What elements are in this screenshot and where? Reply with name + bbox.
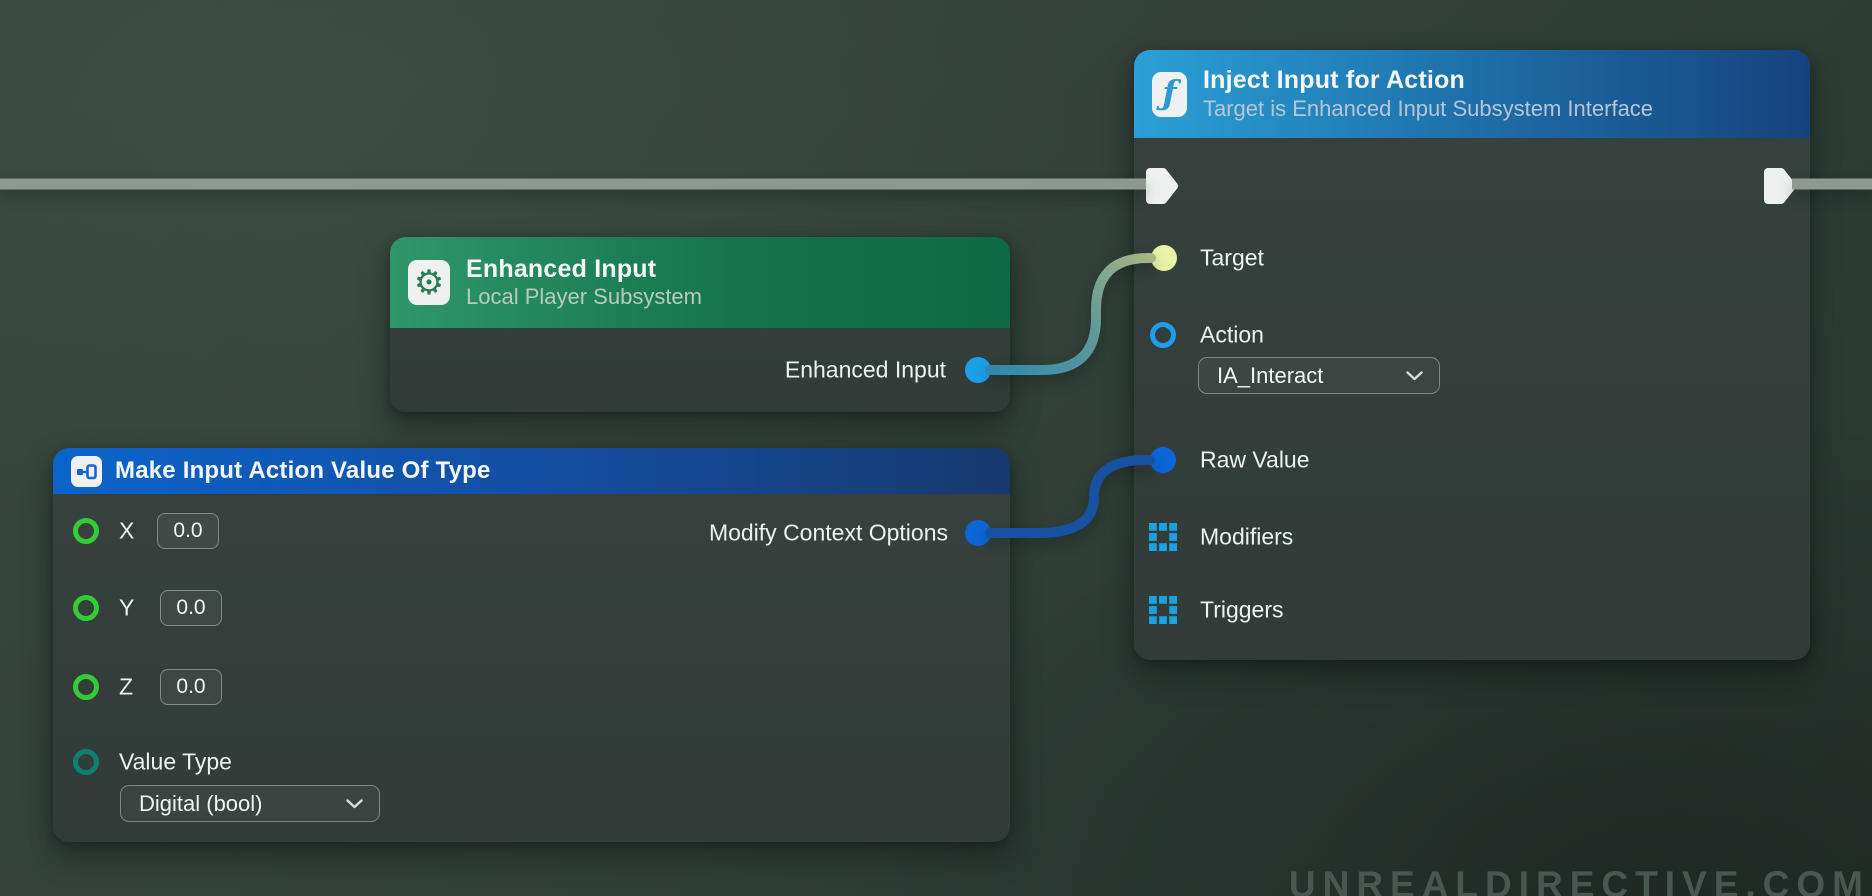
make-input-title: Make Input Action Value Of Type (115, 457, 491, 484)
enhanced-input-title: Enhanced Input (466, 254, 657, 283)
target-label: Target (1200, 244, 1264, 271)
triggers-label: Triggers (1200, 596, 1284, 623)
y-float-pin[interactable] (73, 595, 99, 621)
chevron-down-icon (346, 798, 363, 808)
value-type-label: Value Type (119, 748, 232, 775)
chevron-down-icon (1406, 370, 1423, 380)
make-input-header[interactable]: Make Input Action Value Of Type (53, 448, 1010, 494)
z-float-pin[interactable] (73, 674, 99, 700)
value-type-enum-pin[interactable] (73, 749, 99, 775)
action-pin[interactable] (1150, 322, 1176, 348)
enhanced-input-output-label: Enhanced Input (784, 356, 946, 383)
inject-input-title: Inject Input for Action (1203, 66, 1465, 95)
node-make-input-action-value[interactable]: Make Input Action Value Of Type X 0.0 Y … (53, 448, 1010, 842)
enhanced-input-subtitle: Local Player Subsystem (466, 284, 702, 310)
exec-in-pin[interactable] (1144, 167, 1180, 205)
watermark: UNREALDIRECTIVE.COM (1288, 864, 1870, 896)
inject-input-subtitle: Target is Enhanced Input Subsystem Inter… (1203, 95, 1654, 121)
raw-value-wire[interactable] (985, 455, 1155, 538)
modify-context-options-label: Modify Context Options (708, 519, 948, 546)
modifiers-array-pin[interactable] (1149, 523, 1177, 551)
x-value-field[interactable]: 0.0 (157, 513, 219, 549)
x-pin-label: X (119, 517, 135, 544)
node-enhanced-input[interactable]: ⚙ Enhanced Input Local Player Subsystem … (390, 237, 1010, 412)
z-pin-label: Z (119, 673, 134, 700)
value-type-dropdown[interactable]: Digital (bool) (120, 785, 380, 822)
action-dropdown[interactable]: IA_Interact (1198, 357, 1440, 394)
modifiers-label: Modifiers (1200, 523, 1294, 550)
action-selected: IA_Interact (1217, 362, 1324, 388)
exec-out-pin[interactable] (1762, 167, 1798, 205)
function-icon: ƒ (1152, 71, 1187, 117)
inject-input-header[interactable]: ƒ Inject Input for Action Target is Enha… (1134, 50, 1810, 138)
node-inject-input-for-action[interactable]: ƒ Inject Input for Action Target is Enha… (1134, 50, 1810, 660)
triggers-array-pin[interactable] (1149, 596, 1177, 624)
y-value-field[interactable]: 0.0 (160, 590, 222, 626)
gear-icon: ⚙ (408, 260, 450, 305)
y-pin-label: Y (119, 594, 135, 621)
z-value-field[interactable]: 0.0 (160, 669, 222, 705)
raw-value-label: Raw Value (1200, 446, 1310, 473)
target-wire[interactable] (985, 253, 1156, 375)
enhanced-input-header[interactable]: ⚙ Enhanced Input Local Player Subsystem (390, 237, 1010, 328)
value-type-selected: Digital (bool) (139, 790, 263, 816)
x-float-pin[interactable] (73, 518, 99, 544)
make-struct-icon (71, 455, 102, 487)
action-label: Action (1200, 321, 1264, 348)
